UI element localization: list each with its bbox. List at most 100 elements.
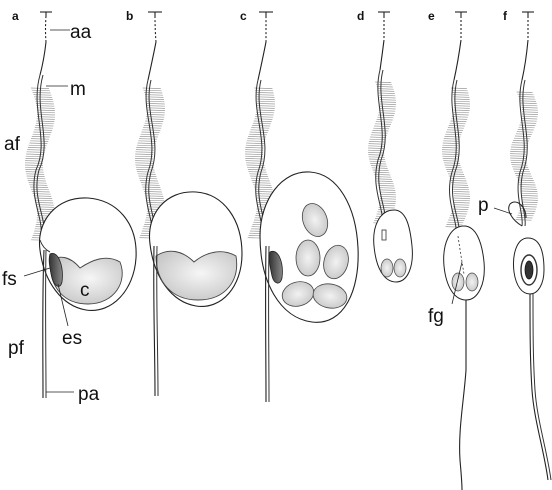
mastigoneme-hair [249, 131, 268, 133]
mastigoneme-hair [453, 98, 470, 100]
mastigoneme-hair [32, 92, 51, 94]
mastigoneme-hair [376, 86, 393, 88]
mastigoneme-hair [146, 199, 165, 202]
mastigoneme-hair [248, 136, 267, 138]
mastigoneme-hair [256, 109, 275, 111]
mastigoneme-hair [521, 111, 539, 113]
chloroplast-d-2 [393, 258, 407, 278]
mastigoneme-hair [447, 127, 464, 129]
mastigoneme-hair [146, 202, 165, 204]
mastigoneme-hair [27, 177, 46, 180]
mastigoneme-hair [256, 100, 275, 103]
mastigoneme-hair [516, 131, 533, 133]
mastigoneme-hair [246, 140, 265, 142]
mastigoneme-hair [375, 176, 392, 178]
mastigoneme-hair [137, 142, 156, 144]
mastigoneme-hair [35, 204, 54, 206]
mastigoneme-hair [250, 129, 269, 131]
mastigoneme-hair [145, 96, 164, 98]
chloroplast-d-1 [380, 258, 394, 278]
mastigoneme-hair [26, 151, 45, 153]
mastigoneme-hair [450, 120, 467, 122]
mastigoneme-hair [516, 91, 533, 93]
mastigoneme-hair [36, 114, 56, 116]
mastigoneme-hair [374, 174, 391, 176]
mastigoneme-hair [450, 87, 467, 89]
mastigoneme-hair [368, 152, 385, 154]
mastigoneme-hair [444, 136, 461, 138]
mastigoneme-hair [255, 92, 274, 94]
mastigoneme-hair [521, 199, 538, 201]
mastigoneme-hair [518, 126, 535, 129]
mastigoneme-hair [26, 153, 45, 155]
mastigoneme-hair [144, 92, 163, 94]
mastigoneme-hair [250, 175, 269, 177]
callout-pa: pa [78, 384, 100, 405]
mastigoneme-hair [520, 120, 537, 122]
mastigoneme-hair [377, 182, 394, 185]
mastigoneme-hair [254, 89, 274, 92]
panel-label-b: b [126, 9, 133, 23]
mastigoneme-hair [453, 188, 470, 191]
mastigoneme-hair [368, 158, 386, 160]
mastigoneme-hair [379, 198, 397, 200]
mastigoneme-hair [372, 130, 389, 132]
mastigoneme-hair [252, 182, 271, 184]
mastigoneme-hair [377, 88, 394, 90]
mastigoneme-hair [143, 191, 162, 193]
mastigoneme-hair [376, 180, 393, 182]
mastigoneme-hair [452, 206, 469, 208]
mastigoneme-hair [25, 169, 44, 171]
mastigoneme-hair [451, 89, 468, 92]
mastigoneme-hair [247, 138, 266, 140]
mastigoneme-hair [35, 125, 54, 127]
mastigoneme-hair [30, 140, 49, 142]
mastigoneme-hair [516, 177, 533, 179]
mastigoneme-hair [447, 173, 465, 175]
cell-b [134, 11, 243, 397]
mastigoneme-hair [36, 107, 55, 109]
mastigoneme-hair [453, 103, 471, 105]
mastigoneme-hair [451, 116, 468, 118]
mastigoneme-hair [368, 154, 385, 156]
mastigoneme-hair [513, 170, 530, 173]
callout-c: c [80, 280, 90, 301]
mastigoneme-hair [443, 140, 460, 142]
mastigoneme-hair [376, 119, 393, 121]
mastigoneme-hair [255, 114, 274, 116]
mastigoneme-hair [25, 158, 44, 160]
mastigoneme-hair [379, 110, 396, 112]
mastigoneme-hair [444, 164, 461, 166]
mastigoneme-hair [254, 118, 273, 120]
mastigoneme-hair [515, 175, 532, 177]
mastigoneme-hair [521, 201, 538, 203]
mastigoneme-hair [379, 108, 396, 110]
mastigoneme-hair [35, 103, 54, 105]
mastigoneme-hair [34, 127, 53, 129]
mastigoneme-hair [446, 131, 463, 133]
mastigoneme-hair [26, 175, 45, 177]
mastigoneme-hair [246, 142, 265, 144]
mastigoneme-hair [442, 147, 459, 149]
mastigoneme-hair [134, 158, 154, 160]
papilla-f [508, 201, 527, 227]
mastigoneme-hair [519, 98, 536, 100]
eyespot-f [524, 260, 534, 280]
mastigoneme-hair [246, 164, 265, 166]
mastigoneme-hair [379, 189, 396, 191]
mastigoneme-hair [510, 151, 527, 153]
mastigoneme-hair [452, 114, 469, 116]
mastigoneme-hair [254, 188, 273, 191]
mastigoneme-hair [521, 107, 538, 109]
mastigoneme-hair [142, 129, 161, 131]
mastigoneme-hair [449, 215, 467, 217]
mastigoneme-hair [34, 98, 53, 100]
mastigoneme-hair [254, 186, 273, 188]
mastigoneme-hair [379, 97, 396, 99]
mastigoneme-hair [453, 199, 470, 202]
mastigoneme-hair [30, 87, 50, 89]
mastigoneme-hair [145, 195, 164, 197]
mastigoneme-hair [378, 207, 395, 209]
mastigoneme-hair [29, 142, 48, 144]
